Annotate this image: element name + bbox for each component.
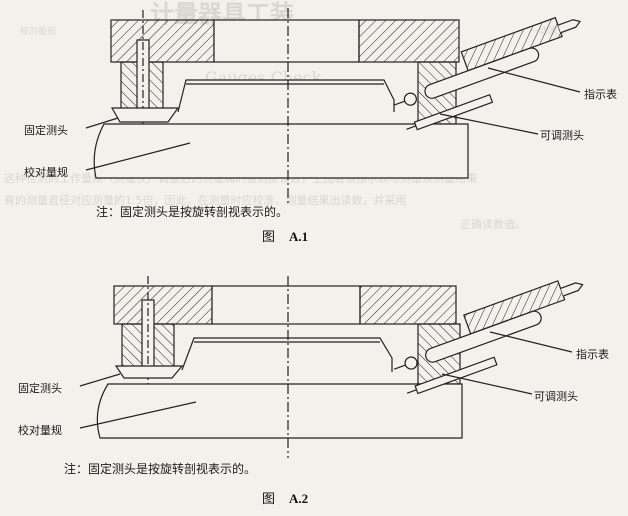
top-plate-left-section bbox=[113, 285, 213, 325]
figure-a2-note: 注：固定测头是按旋转剖视表示的。 bbox=[64, 462, 257, 476]
workpiece-profile bbox=[181, 337, 393, 372]
indicator-stem bbox=[424, 47, 540, 99]
workpiece-profile bbox=[177, 79, 395, 113]
label-indicator-a2: 指示表 bbox=[576, 348, 609, 361]
label-adjustable-probe-a1: 可调测头 bbox=[540, 129, 584, 142]
check-gauge-block bbox=[93, 123, 469, 179]
check-gauge-block bbox=[96, 383, 463, 439]
top-plate-right-section bbox=[359, 285, 457, 325]
label-fixed-probe-a1: 固定测头 bbox=[24, 124, 68, 137]
figure-a2-drawing bbox=[79, 276, 584, 458]
top-plate-right-section bbox=[358, 19, 460, 63]
caption-prefix: 图 bbox=[262, 492, 276, 507]
label-fixed-probe-a2: 固定测头 bbox=[18, 382, 62, 395]
bleed-paragraph-3: 正确读数值。 bbox=[460, 218, 526, 231]
caption-number: A.1 bbox=[289, 229, 309, 244]
fixed-probe-shape bbox=[114, 365, 184, 379]
top-plate-center bbox=[213, 19, 360, 63]
top-plate-center bbox=[211, 285, 361, 325]
figure-a1-caption: 图 A.1 bbox=[262, 226, 308, 245]
top-plate-left-section bbox=[110, 19, 215, 63]
fixed-probe-shape bbox=[110, 107, 180, 123]
label-check-gauge-a1: 校对量规 bbox=[24, 166, 68, 179]
figure-a1-drawing bbox=[85, 8, 582, 205]
label-check-gauge-a2: 校对量规 bbox=[18, 424, 62, 437]
caption-prefix: 图 bbox=[262, 230, 276, 245]
figure-a2-caption: 图 A.2 bbox=[262, 488, 308, 507]
figure-a1-note: 注：固定测头是按旋转剖视表示的。 bbox=[96, 205, 289, 219]
indicator-stem bbox=[425, 310, 542, 363]
caption-number: A.2 bbox=[289, 491, 309, 506]
label-indicator-a1: 指示表 bbox=[584, 88, 617, 101]
label-adjustable-probe-a2: 可调测头 bbox=[534, 390, 578, 403]
